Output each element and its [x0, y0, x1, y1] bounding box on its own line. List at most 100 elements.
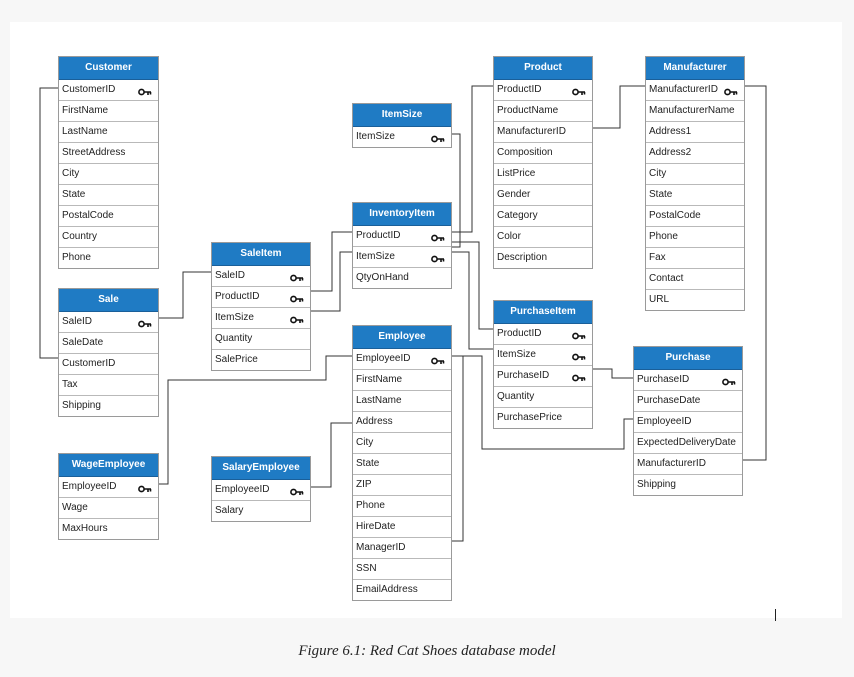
- table-field: City: [646, 164, 744, 185]
- table-field: Shipping: [634, 475, 742, 495]
- table-field: ListPrice: [494, 164, 592, 185]
- field-name: Shipping: [62, 400, 101, 411]
- table-field: ManufacturerID: [494, 122, 592, 143]
- table-field: Wage: [59, 498, 158, 519]
- key-icon: [431, 252, 445, 263]
- rel-itemsize-inventory: [452, 133, 461, 248]
- table-field: EmployeeID: [634, 412, 742, 433]
- text-cursor: [775, 609, 776, 621]
- field-name: Description: [497, 252, 548, 263]
- table-field: ProductID: [494, 80, 592, 101]
- field-name: ItemSize: [356, 251, 395, 262]
- field-name: QtyOnHand: [356, 272, 409, 283]
- table-field: FirstName: [353, 370, 451, 391]
- field-name: ProductName: [497, 105, 559, 116]
- table-field: EmployeeID: [353, 349, 451, 370]
- key-icon: [290, 292, 304, 303]
- rel-saleitem-inventory-size: [311, 251, 352, 312]
- field-name: Fax: [649, 252, 666, 263]
- table-title: Sale: [59, 289, 158, 312]
- table-field: Phone: [59, 248, 158, 268]
- field-name: Address2: [649, 147, 692, 158]
- key-icon: [431, 354, 445, 365]
- field-name: Tax: [62, 379, 78, 390]
- field-name: ManufacturerName: [649, 105, 735, 116]
- table-title: Manufacturer: [646, 57, 744, 80]
- field-name: SaleID: [215, 270, 246, 281]
- field-name: Phone: [62, 252, 91, 263]
- table-field: Quantity: [212, 329, 310, 350]
- table-title: InventoryItem: [353, 203, 451, 226]
- field-name: PurchaseID: [637, 374, 690, 385]
- field-name: State: [62, 189, 86, 200]
- rel-manufacturer-purchase: [743, 85, 767, 461]
- rel-customer-sale: [39, 87, 58, 359]
- field-name: LastName: [62, 126, 108, 137]
- rel-product-manufacturer: [593, 85, 645, 129]
- table-field: ManufacturerID: [634, 454, 742, 475]
- field-name: ManufacturerID: [637, 458, 706, 469]
- table-field: Category: [494, 206, 592, 227]
- table-title: ItemSize: [353, 104, 451, 127]
- field-name: City: [649, 168, 667, 179]
- key-icon: [290, 485, 304, 496]
- table-title: Product: [494, 57, 592, 80]
- key-icon: [138, 317, 152, 328]
- table-title: Purchase: [634, 347, 742, 370]
- field-name: Phone: [356, 500, 385, 511]
- field-name: SaleDate: [62, 337, 104, 348]
- field-name: Composition: [497, 147, 553, 158]
- field-name: ListPrice: [497, 168, 536, 179]
- key-icon: [138, 482, 152, 493]
- table-field: City: [59, 164, 158, 185]
- table-field: Color: [494, 227, 592, 248]
- table-field: FirstName: [59, 101, 158, 122]
- table-field: ItemSize: [212, 308, 310, 329]
- field-name: MaxHours: [62, 523, 108, 534]
- table-field: CustomerID: [59, 354, 158, 375]
- table-field: Shipping: [59, 396, 158, 416]
- field-name: SSN: [356, 563, 377, 574]
- table-field: Salary: [212, 501, 310, 521]
- field-name: PostalCode: [62, 210, 114, 221]
- field-name: PurchasePrice: [497, 412, 563, 423]
- table-field: PurchaseDate: [634, 391, 742, 412]
- field-name: SaleID: [62, 316, 93, 327]
- table-field: ExpectedDeliveryDate: [634, 433, 742, 454]
- table-field: State: [353, 454, 451, 475]
- table-field: ProductID: [353, 226, 451, 247]
- table-field: LastName: [59, 122, 158, 143]
- table-field: ProductID: [212, 287, 310, 308]
- table-field: State: [646, 185, 744, 206]
- key-icon: [572, 371, 586, 382]
- field-name: Quantity: [215, 333, 253, 344]
- table-field: ManufacturerID: [646, 80, 744, 101]
- table-field: ZIP: [353, 475, 451, 496]
- field-name: PurchaseDate: [637, 395, 701, 406]
- key-icon: [722, 375, 736, 386]
- table-field: Phone: [646, 227, 744, 248]
- table-title: Customer: [59, 57, 158, 80]
- table-field: PurchaseID: [494, 366, 592, 387]
- table-field: Phone: [353, 496, 451, 517]
- table-field: URL: [646, 290, 744, 310]
- field-name: ItemSize: [215, 312, 254, 323]
- field-name: Color: [497, 231, 521, 242]
- rel-sale-saleitem: [159, 271, 211, 319]
- field-name: LastName: [356, 395, 402, 406]
- field-name: ManufacturerID: [649, 84, 718, 95]
- field-name: ZIP: [356, 479, 372, 490]
- field-name: StreetAddress: [62, 147, 126, 158]
- table-field: PostalCode: [646, 206, 744, 227]
- field-name: HireDate: [356, 521, 396, 532]
- table-field: ProductID: [494, 324, 592, 345]
- key-icon: [572, 329, 586, 340]
